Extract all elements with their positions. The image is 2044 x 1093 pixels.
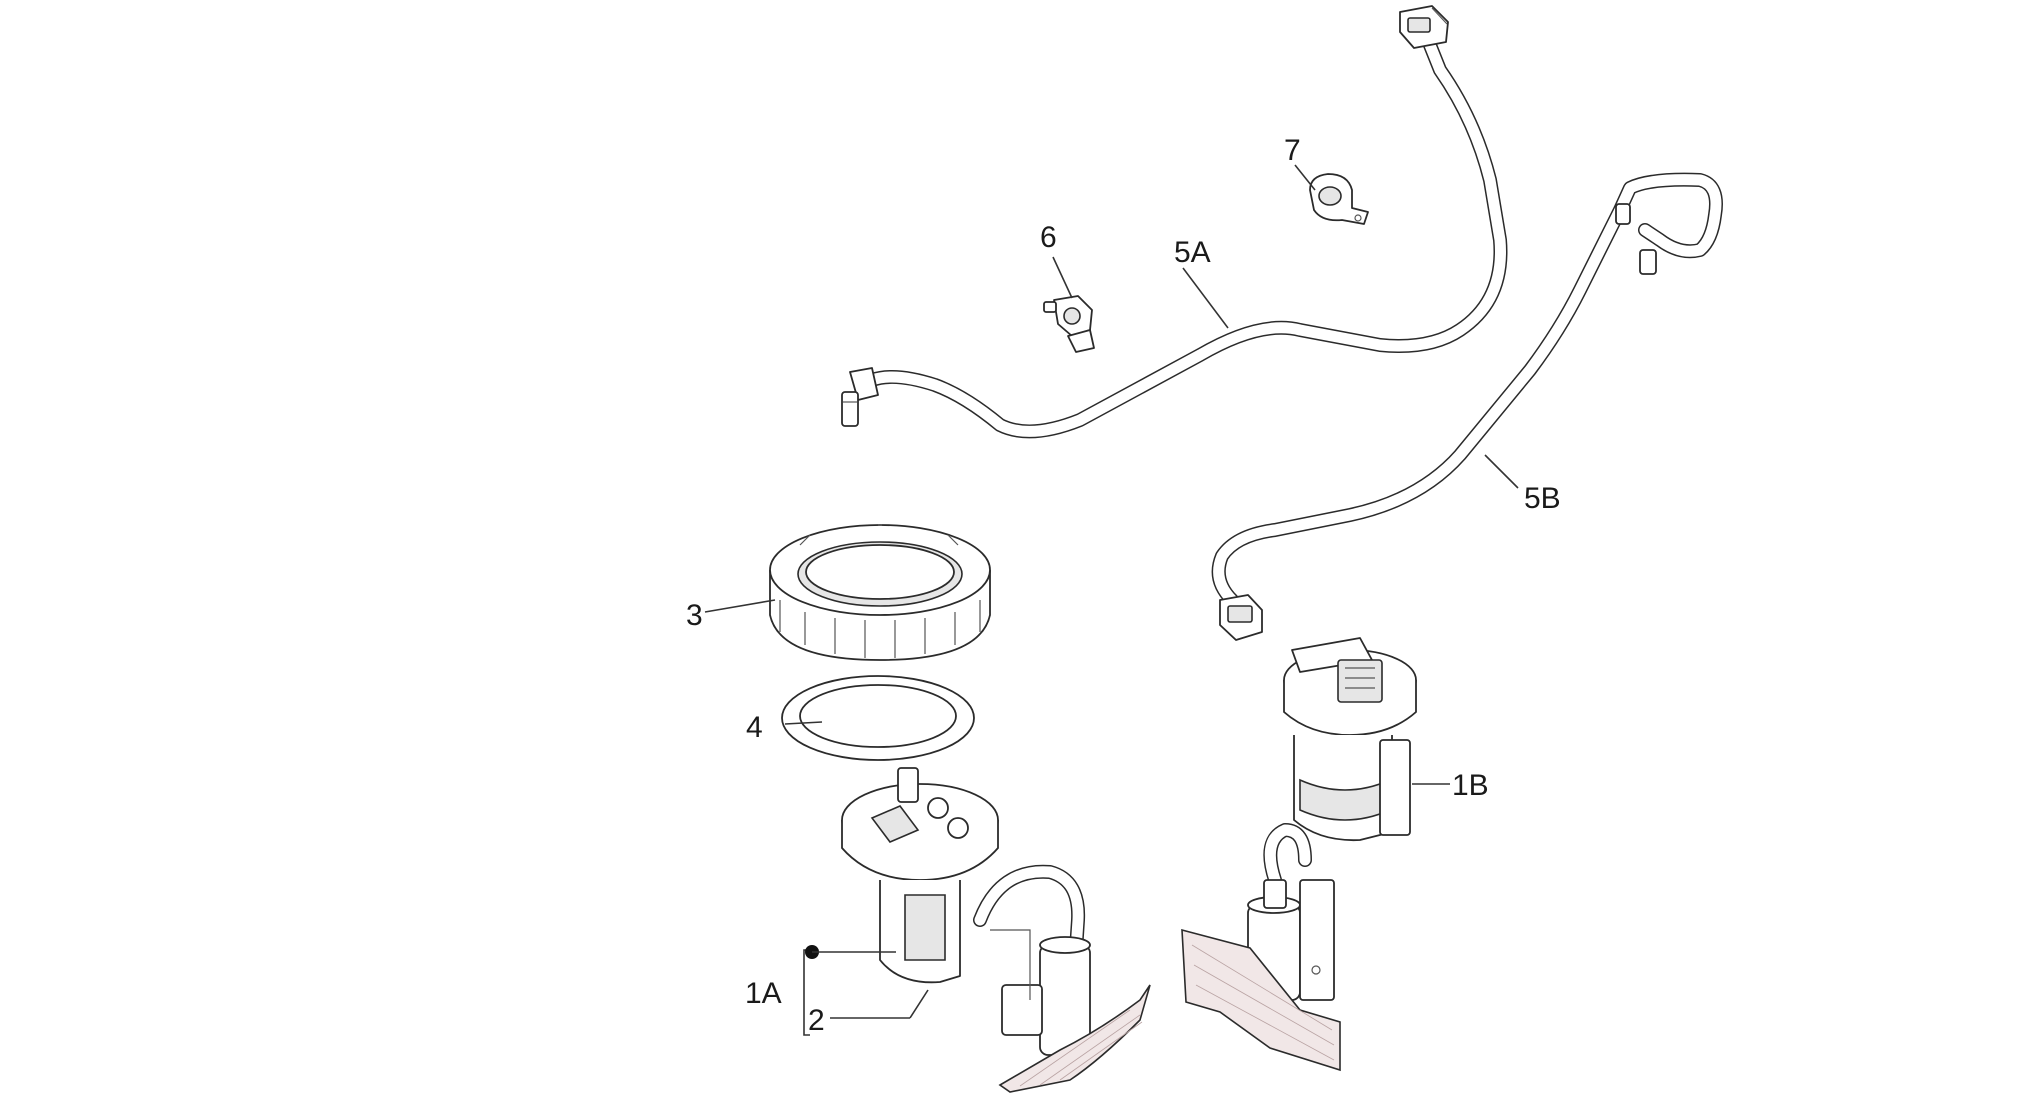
callout-7: 7	[1284, 134, 1301, 167]
leader-2b	[909, 989, 929, 1019]
ring-nut-3	[769, 524, 991, 661]
leader-3	[704, 599, 776, 613]
callout-1a: 1A	[745, 977, 782, 1010]
callout-4: 4	[746, 711, 763, 744]
hose-clamp-7	[1309, 173, 1369, 225]
fuel-hose-5b	[1211, 172, 1723, 641]
leader-lines	[704, 164, 1519, 1036]
fuel-pump-assembly-1a	[841, 767, 1151, 1093]
callout-6: 6	[1040, 221, 1057, 254]
leader-4	[784, 721, 823, 725]
callout-5b: 5B	[1524, 482, 1561, 515]
callout-1b: 1B	[1452, 769, 1489, 802]
callout-2: 2	[808, 1004, 825, 1037]
hose-clip-6	[1043, 295, 1095, 353]
leader-5a	[1182, 267, 1229, 329]
gasket-4	[781, 675, 975, 761]
callout-5a: 5A	[1174, 236, 1211, 269]
callout-3: 3	[686, 599, 703, 632]
fuel-pump-assembly-1b	[1181, 637, 1417, 1072]
leader-7	[1294, 164, 1316, 191]
fuel-hose-5a	[841, 5, 1508, 439]
leader-5b	[1484, 454, 1519, 489]
leader-6	[1052, 256, 1073, 299]
